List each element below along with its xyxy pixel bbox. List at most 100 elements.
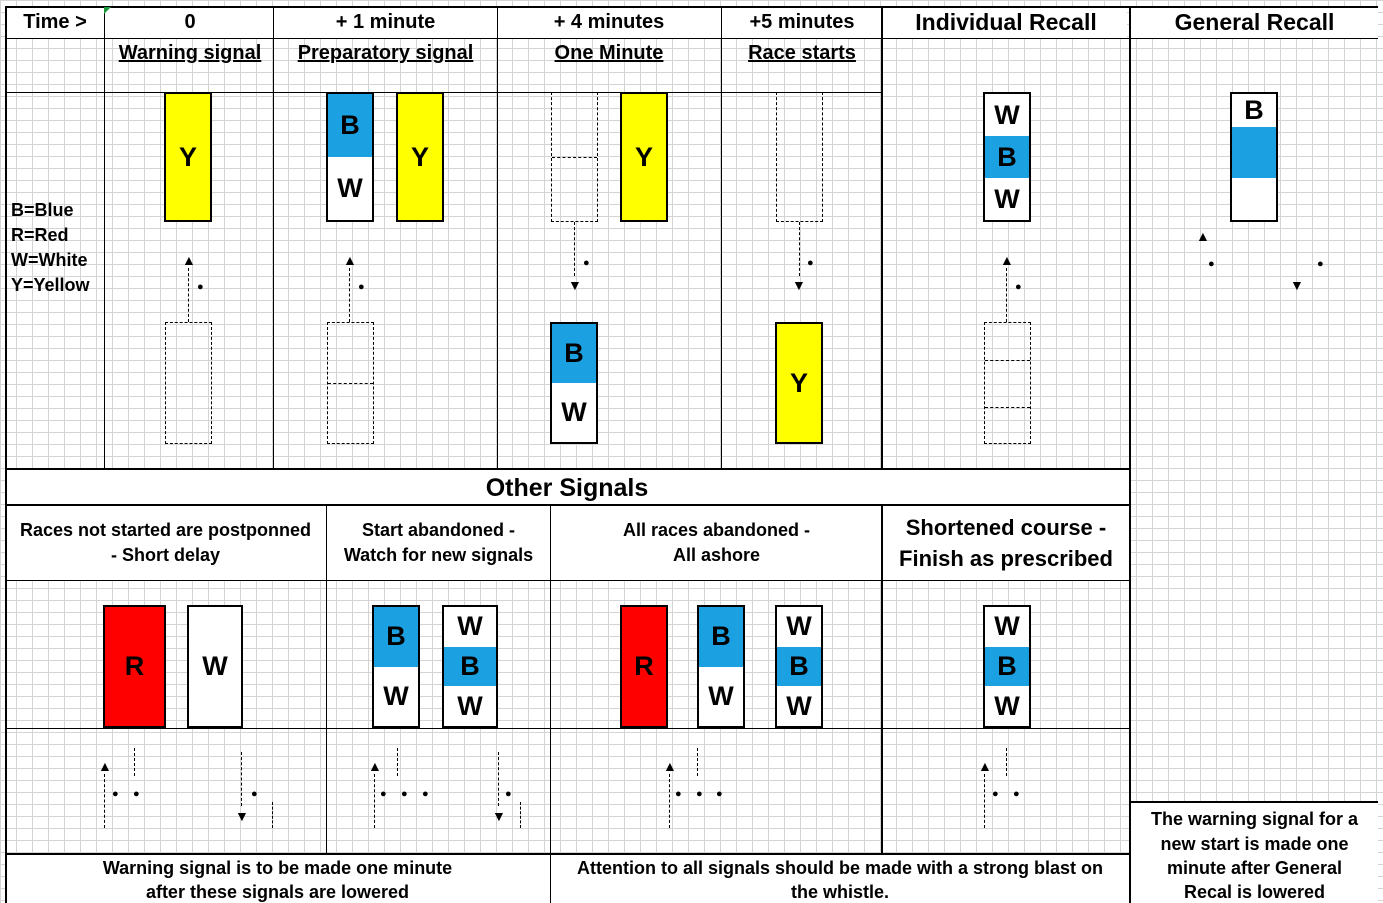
- general-recall-note-line4: Recal is lowered: [1183, 882, 1326, 902]
- flag-letter: B: [328, 94, 372, 157]
- flag-letter: W: [328, 157, 372, 220]
- general-recall-note-cell: [1131, 803, 1378, 903]
- sound-dot-icon: ●: [422, 788, 429, 800]
- postponed-caption-line1: Races not started are postponned: [19, 520, 312, 540]
- grid-line: [497, 6, 498, 469]
- up-arrow-icon: ▲: [1000, 252, 1014, 268]
- grid-line: [5, 6, 1378, 8]
- down-arrow-icon: ▼: [568, 277, 582, 293]
- general-recall-title: General Recall: [1174, 9, 1335, 35]
- preparatory-yellow-flag: Y: [396, 92, 444, 222]
- cell-marker: [104, 7, 111, 14]
- general-recall-note-line1: The warning signal for a: [1150, 809, 1359, 829]
- sound-dot-icon: ●: [505, 788, 512, 800]
- grid-line: [5, 92, 882, 93]
- flag-letter: W: [777, 686, 821, 726]
- grid-line: [5, 468, 1130, 470]
- sound-dot-icon: ●: [251, 788, 258, 800]
- sound-dot-icon: ●: [401, 788, 408, 800]
- sound-dot-icon: ●: [197, 281, 204, 293]
- all-abandoned-red-flag: R: [620, 605, 668, 728]
- individual-recall-flag: W B W: [983, 92, 1031, 222]
- flag-white-band: [1232, 178, 1276, 220]
- up-arrow-icon: ▲: [978, 758, 992, 774]
- time-plus-5: +5 minutes: [749, 11, 855, 33]
- postponement-red-flag: R: [103, 605, 166, 728]
- grid-line: [550, 504, 551, 903]
- flag-blue-band: [1232, 126, 1276, 178]
- time-0: 0: [184, 11, 196, 33]
- flag-letter: W: [374, 666, 418, 726]
- sound-dot-icon: ●: [358, 281, 365, 293]
- flag-letter: B: [444, 646, 496, 687]
- down-arrow-icon: ▼: [235, 808, 249, 824]
- warning-note-line2: after these signals are lowered: [145, 882, 410, 902]
- legend-white: W=White: [11, 250, 88, 270]
- raised-flag-outline: [551, 92, 598, 222]
- all-abandoned-blue-white-flag: B W: [697, 605, 745, 728]
- grid-line: [1129, 6, 1131, 903]
- sound-dot-icon: ●: [992, 788, 999, 800]
- grid-line: [273, 6, 274, 469]
- preparatory-signal-label: Preparatory signal: [297, 42, 474, 64]
- flag-letter: B: [985, 136, 1029, 178]
- legend-yellow: Y=Yellow: [11, 275, 90, 295]
- raised-flag-outline: [776, 92, 823, 222]
- sound-dot-icon: ●: [1317, 258, 1324, 270]
- race-starts-label: Race starts: [748, 42, 856, 64]
- legend-red: R=Red: [11, 225, 69, 245]
- legend-blue: B=Blue: [11, 200, 74, 220]
- grid-line: [5, 38, 1378, 39]
- time-plus-4: + 4 minutes: [553, 11, 665, 33]
- postponement-white-flag: W: [187, 605, 243, 728]
- race-starts-yellow-flag: Y: [775, 322, 823, 444]
- all-abandoned-caption-line1: All races abandoned -: [622, 520, 811, 540]
- grid-line: [5, 6, 7, 903]
- grid-line: [5, 504, 1130, 506]
- time-plus-1: + 1 minute: [335, 11, 436, 33]
- general-recall-note-line2: new start is made one: [1160, 834, 1349, 854]
- grid-line: [326, 504, 327, 855]
- flag-letter: B: [699, 607, 743, 667]
- shortened-caption-line2: Finish as prescribed: [899, 546, 1113, 571]
- postponed-caption-line2: - Short delay: [110, 545, 221, 565]
- up-arrow-icon: ▲: [182, 252, 196, 268]
- lowered-flag-outline: [984, 322, 1031, 444]
- up-arrow-icon: ▲: [663, 758, 677, 774]
- start-abandoned-caption-line1: Start abandoned -: [361, 520, 515, 540]
- header-row: [5, 7, 1127, 39]
- footer-row: [5, 855, 1129, 903]
- grid-line: [881, 6, 883, 469]
- preparatory-blue-white-flag: B W: [326, 92, 374, 222]
- flag-letter: W: [444, 686, 496, 726]
- shortened-caption-line1: Shortened course -: [905, 515, 1107, 540]
- flag-letter: B: [552, 324, 596, 383]
- flag-letter: Y: [622, 94, 666, 220]
- lowered-flag-outline: [165, 322, 212, 444]
- grid-line: [5, 580, 1130, 581]
- abandon-wbw-flag: W B W: [442, 605, 498, 728]
- up-arrow-icon: ▲: [1196, 228, 1210, 244]
- sound-dot-icon: ●: [807, 257, 814, 269]
- flag-letter: B: [777, 646, 821, 687]
- sound-dot-icon: ●: [696, 788, 703, 800]
- sound-dot-icon: ●: [133, 788, 140, 800]
- general-recall-flag: B: [1230, 92, 1278, 222]
- flag-letter: R: [105, 607, 164, 726]
- sound-dot-icon: ●: [112, 788, 119, 800]
- warning-yellow-flag: Y: [164, 92, 212, 222]
- flag-letter: W: [777, 607, 821, 647]
- general-recall-header-cell: [1131, 7, 1378, 39]
- sound-dot-icon: ●: [583, 257, 590, 269]
- grid-line: [5, 728, 1130, 729]
- sound-dot-icon: ●: [1013, 788, 1020, 800]
- individual-recall-title: Individual Recall: [915, 9, 1097, 35]
- flag-letter: W: [985, 607, 1029, 647]
- warning-note-line1: Warning signal is to be made one minute: [102, 858, 453, 878]
- warning-signal-label: Warning signal: [118, 42, 262, 64]
- sound-dot-icon: ●: [716, 788, 723, 800]
- one-minute-blue-white-flag: B W: [550, 322, 598, 444]
- up-arrow-icon: ▲: [343, 252, 357, 268]
- attention-note-line1: Attention to all signals should be made …: [576, 858, 1104, 878]
- other-signals-title: Other Signals: [485, 474, 649, 502]
